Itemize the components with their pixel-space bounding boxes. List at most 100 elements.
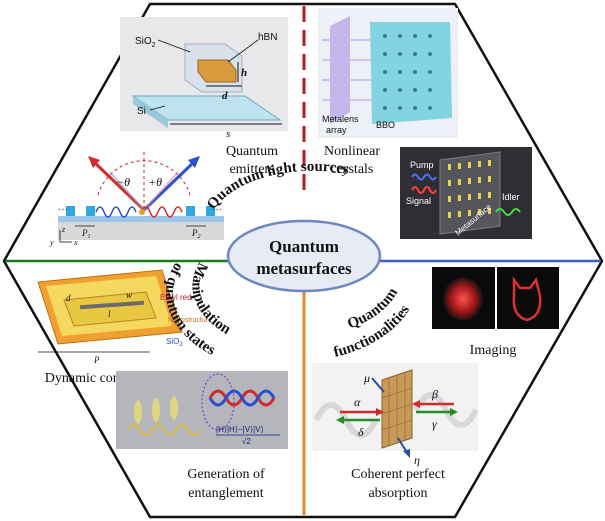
d-label: d — [222, 90, 228, 102]
cpa-gamma-head — [450, 408, 458, 416]
bbo-label: BBO — [376, 120, 395, 130]
red-beam-arrow — [88, 156, 100, 168]
entangle-caption-1: Generation of — [187, 467, 265, 482]
p1-label: P1 — [81, 228, 91, 240]
nanostructure-bar — [79, 300, 145, 310]
grating-block-1 — [66, 206, 75, 216]
entangle-blue-helix — [208, 389, 276, 407]
w-label-dynamic: w — [126, 290, 132, 300]
panel-imaging: Imaging — [432, 267, 559, 358]
panel-quantum-emitters: SiO2 hBN h d s Si Quantum emitters — [120, 17, 288, 177]
signal-label: Signal — [406, 196, 431, 206]
pump-wave — [411, 173, 437, 181]
bbo-crystal — [370, 22, 452, 124]
center-title-line-1: Quantum — [269, 237, 339, 256]
grating-block-2 — [86, 206, 95, 216]
panel-cpa: μ α δ β γ η Coherent perfect absorption — [312, 363, 479, 501]
l-label-dynamic: l — [108, 309, 111, 319]
cpa-caption-1: Coherent perfect — [351, 467, 445, 482]
entangle-image-bg — [116, 371, 288, 449]
entangle-disk-2 — [152, 398, 160, 422]
nanostructure-label: Nanostructure — [168, 317, 212, 324]
cpa-mu-label: μ — [363, 371, 370, 385]
entangle-disk-1 — [134, 400, 142, 424]
cpa-gamma-label: γ — [432, 417, 437, 431]
hbn-leader — [227, 39, 259, 63]
emitters-caption-2: emitters — [229, 162, 274, 177]
panel-dynamic-control: d l w P Ethyl red Nanostructure SiO2 Dyn… — [37, 269, 212, 386]
grating-block-4 — [206, 206, 215, 216]
panel-angle-schematic: −θ +θ ··· ··· P1 P2 z y x — [49, 152, 224, 247]
imaging-left-glow — [443, 277, 483, 321]
axis-y-label: y — [49, 238, 54, 247]
idler-label: Idler — [502, 192, 520, 202]
entangle-formula-bottom: √2 — [242, 437, 251, 446]
blue-wave — [95, 206, 137, 218]
cpa-alpha-head — [376, 408, 384, 416]
crystal-dot-grid — [383, 34, 432, 110]
red-wave — [141, 206, 183, 218]
emitters-caption-1: Quantum — [226, 144, 278, 159]
metalens-label-1: Metalens — [322, 114, 359, 124]
sio2-label: SiO2 — [135, 36, 156, 49]
plus-theta-label: +θ — [148, 175, 162, 189]
nonlinear-caption-1: Nonlinear — [324, 144, 380, 159]
faint-beam-left — [109, 171, 145, 211]
panel-entanglement: |H⟩|H⟩−|V⟩|V⟩ √2 Generation of entanglem… — [116, 371, 288, 501]
entangle-caption-2: entanglement — [188, 486, 264, 501]
idler-wave — [495, 208, 521, 216]
s-label: s — [226, 128, 230, 140]
h-label: h — [241, 67, 247, 79]
cpa-delta-label: δ — [358, 425, 364, 439]
cpa-delta-head — [336, 416, 344, 424]
cpa-beta-label: β — [431, 387, 438, 401]
imaging-right-glow — [512, 276, 542, 322]
d-label-dynamic: d — [66, 293, 71, 303]
cpa-caption-2: absorption — [368, 486, 427, 501]
si-leader — [149, 105, 166, 111]
center-title-line-2: metasurfaces — [256, 259, 352, 278]
dynamic-cavity — [63, 291, 157, 327]
emitters-substrate-side — [133, 96, 168, 128]
cpa-beta-head — [412, 400, 420, 408]
ellipsis-left: ··· — [58, 204, 68, 215]
entangle-yellow-wave — [127, 424, 201, 436]
sio2-leader — [157, 39, 191, 53]
faint-beam-right — [143, 171, 179, 211]
axis-z-label: z — [61, 225, 66, 234]
emitter-dot — [139, 209, 145, 215]
pump-beams — [322, 39, 372, 101]
si-label: Si — [137, 106, 146, 117]
pump-label: Pump — [410, 160, 434, 170]
metalens-label-2: array — [326, 125, 347, 135]
signal-wave — [411, 186, 437, 194]
entangle-formula-top: |H⟩|H⟩−|V⟩|V⟩ — [216, 425, 264, 434]
p2-label: P2 — [191, 228, 201, 240]
spdc-metasurface-plate — [439, 151, 501, 235]
blue-beam-arrow — [188, 156, 200, 168]
entangle-grid — [201, 373, 235, 431]
spdc-pillars — [448, 160, 491, 218]
waveguide-layer — [58, 216, 224, 222]
cpa-mu-arrow — [371, 377, 385, 393]
cpa-wave-right — [413, 392, 479, 428]
hbn-label: hBN — [258, 32, 277, 43]
cpa-alpha-label: α — [354, 395, 361, 409]
cpa-eta-label: η — [414, 453, 420, 467]
center-ellipse — [226, 219, 382, 293]
axis-x-label: x — [73, 238, 78, 247]
nonlinear-caption-2: crystals — [331, 162, 374, 177]
panel-nonlinear-crystals: Metalens array BBO Nonlinear crystals — [318, 8, 458, 177]
cpa-grid — [381, 372, 413, 446]
grating-block-3 — [186, 206, 195, 216]
p-label-dynamic: P — [93, 355, 100, 365]
metalens-slab — [330, 16, 350, 124]
panel-spdc: Pump Signal Idler Metasurface — [400, 147, 532, 239]
entangle-disk-3 — [170, 396, 178, 420]
dynamic-caption: Dynamic control — [45, 371, 140, 386]
minus-theta-label: −θ — [116, 175, 130, 189]
hbn-flake — [197, 59, 237, 83]
imaging-caption: Imaging — [470, 343, 517, 358]
cpa-eta-head — [403, 449, 410, 458]
